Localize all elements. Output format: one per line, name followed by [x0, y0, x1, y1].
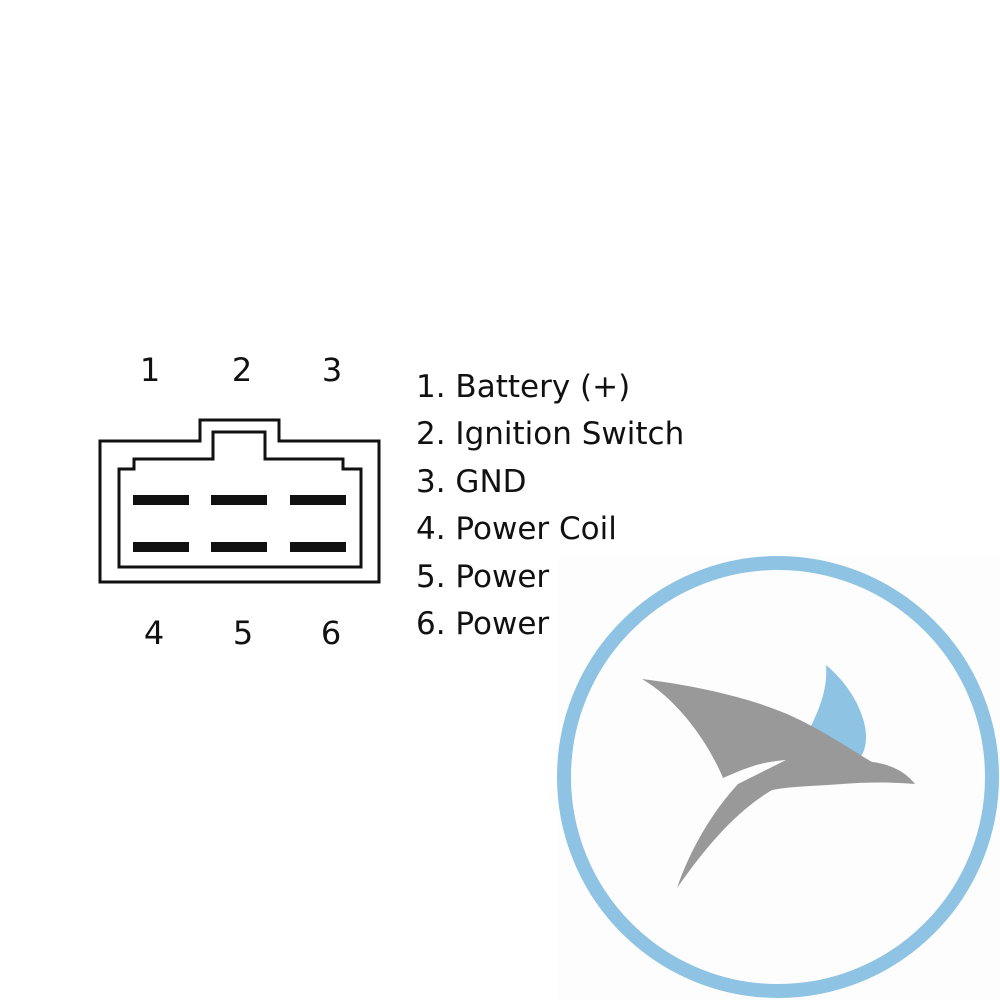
- logo-wing-accent: [810, 665, 866, 760]
- pin-label-6: 6: [321, 614, 341, 652]
- bird-logo-icon: [557, 556, 999, 998]
- logo-ring: [557, 556, 999, 998]
- legend-item-1: 1. Battery (+): [416, 369, 631, 405]
- pin-terminal-6: [290, 542, 346, 552]
- connector-housing-outer: [98, 418, 381, 584]
- pin-terminal-5: [211, 542, 267, 552]
- pin-label-5: 5: [233, 614, 253, 652]
- pin-terminal-4: [133, 542, 189, 552]
- logo-bird: [642, 679, 915, 888]
- logo-watermark: [557, 556, 1000, 1000]
- pin-label-4: 4: [144, 614, 164, 652]
- legend-item-4: 4. Power Coil: [416, 511, 617, 548]
- legend-item-3: 3. GND: [416, 463, 527, 500]
- connector-housing-inner: [117, 430, 363, 569]
- pin-label-1: 1: [140, 351, 160, 389]
- pin-label-2: 2: [232, 351, 252, 389]
- pin-terminal-1: [133, 495, 189, 505]
- pin-label-3: 3: [322, 351, 342, 389]
- pin-terminal-2: [211, 495, 267, 505]
- legend-item-2: 2. Ignition Switch: [416, 416, 685, 453]
- pin-terminal-3: [290, 495, 346, 505]
